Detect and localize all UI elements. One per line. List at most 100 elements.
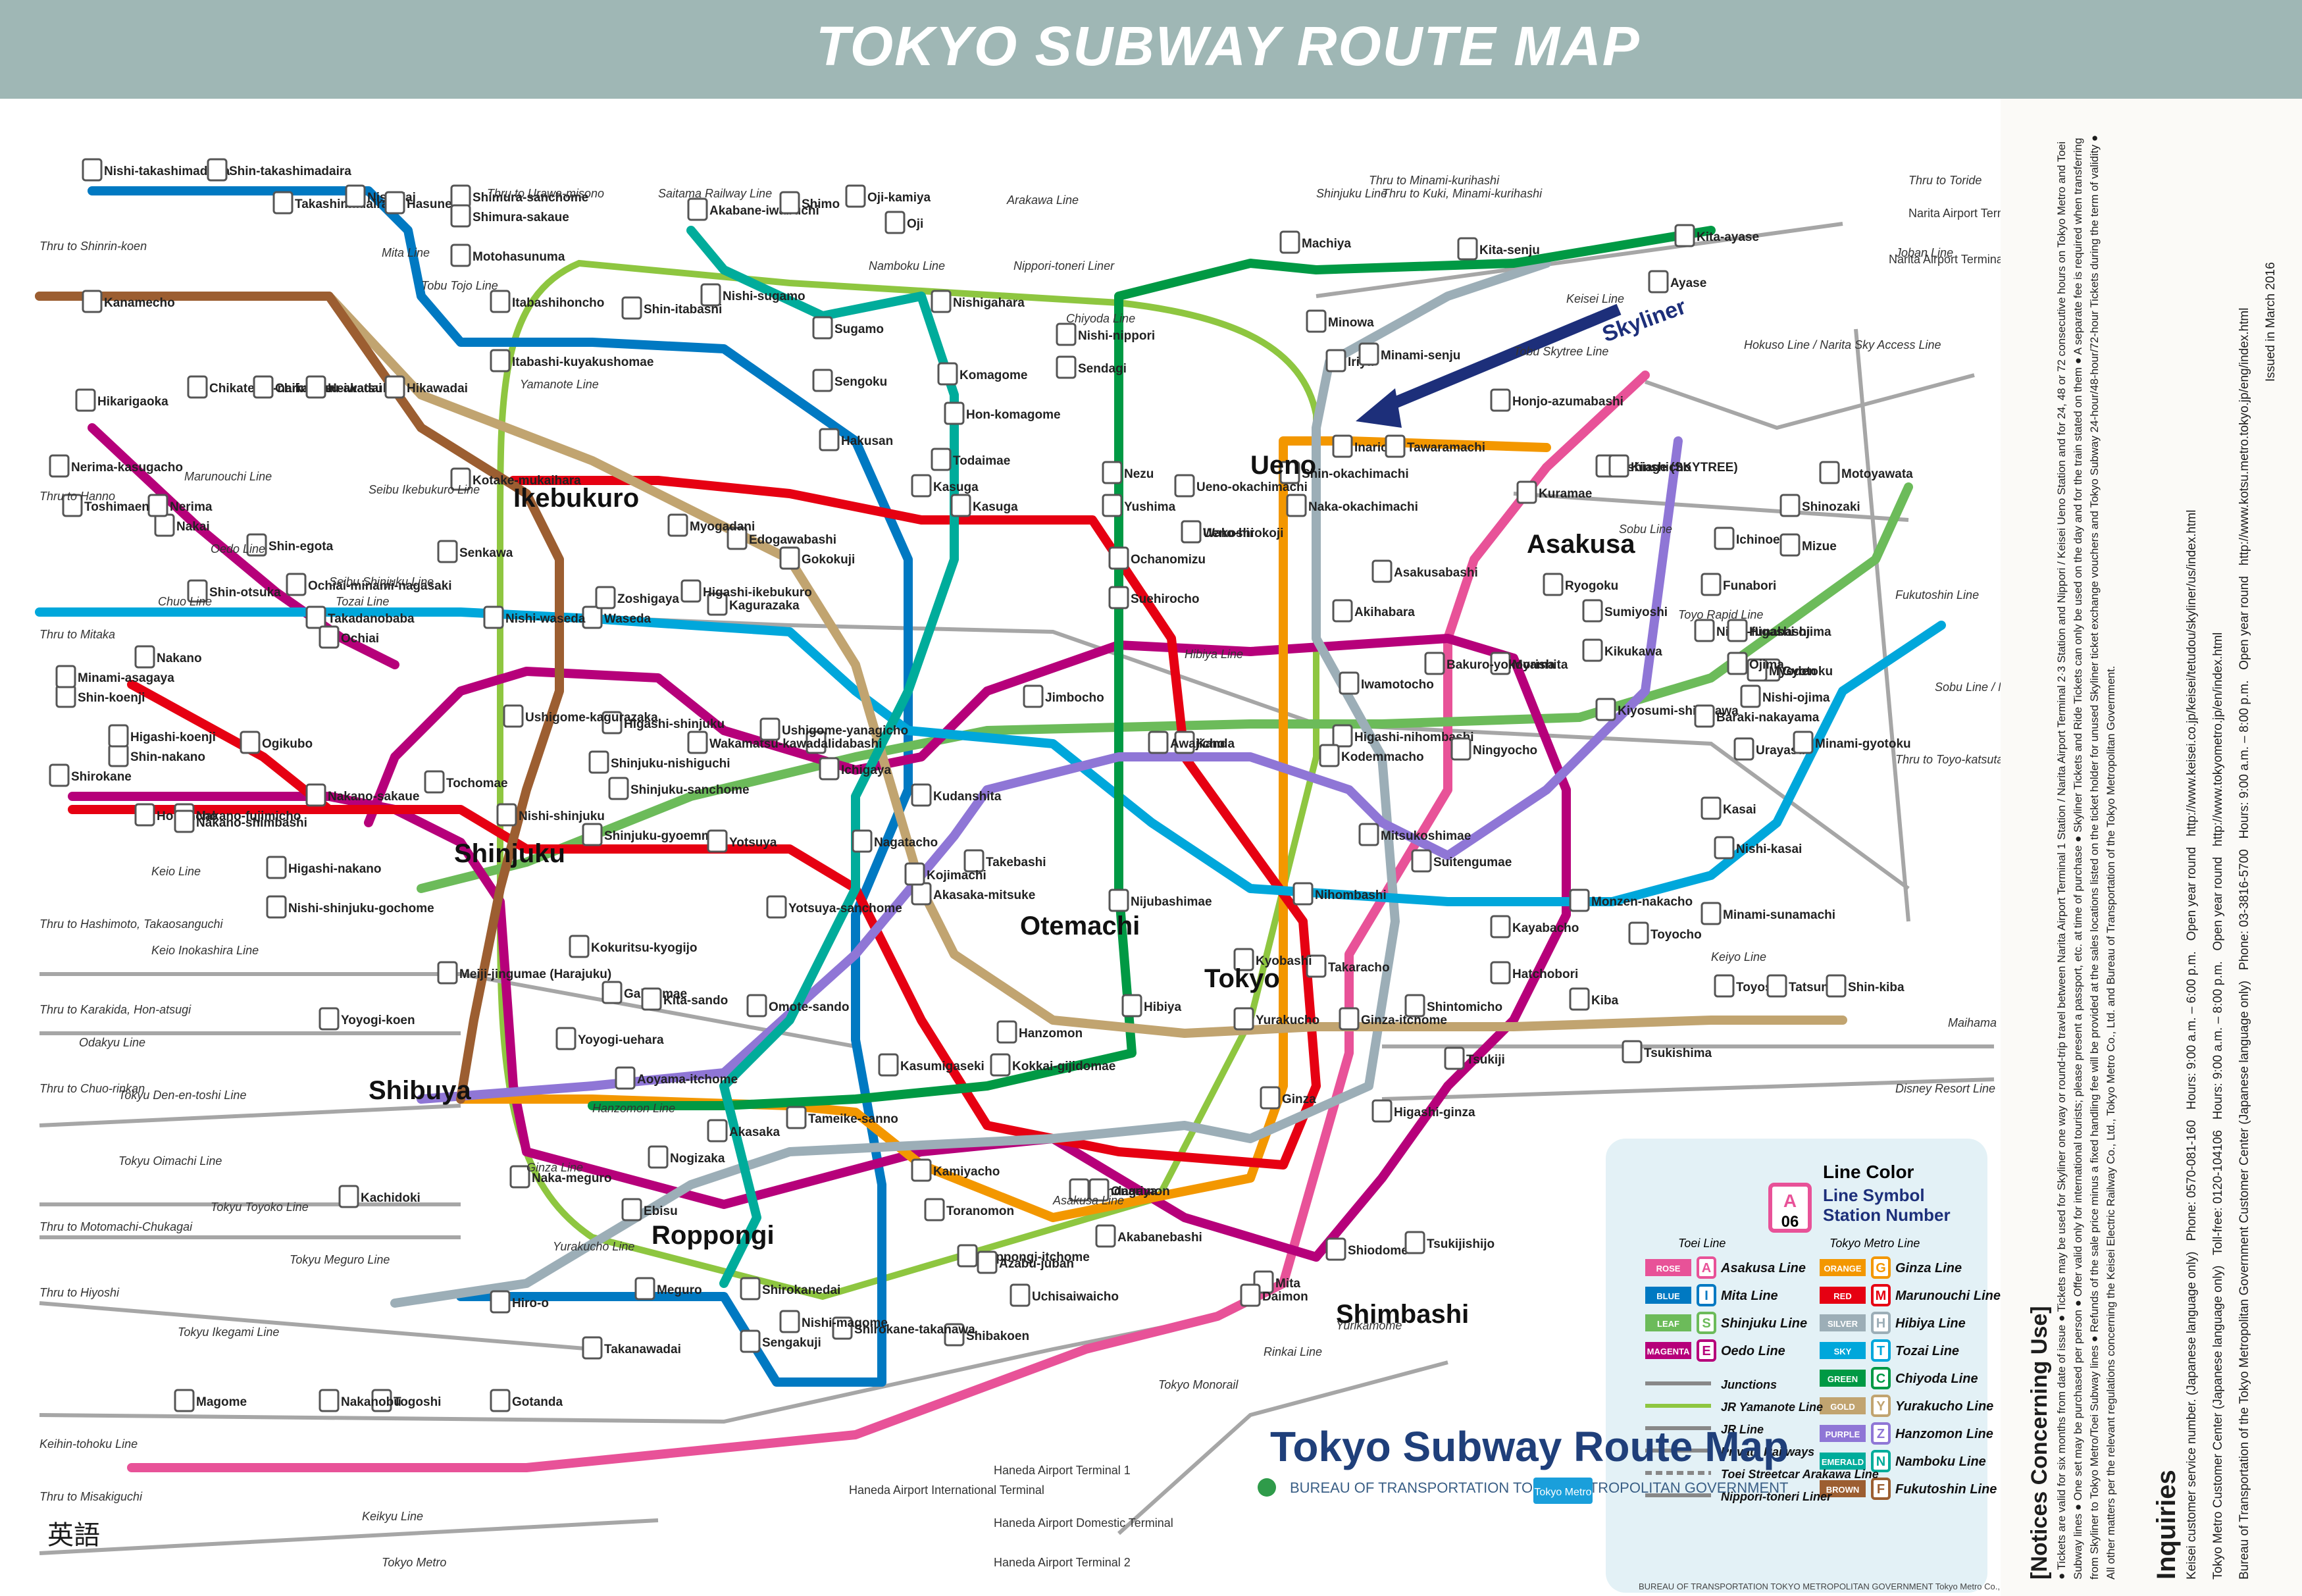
station-shinjuku-gyoemmae[interactable]: Shinjuku-gyoemmae xyxy=(582,823,727,846)
major-station-ikebukuro[interactable]: Ikebukuro xyxy=(513,484,639,513)
station-hon-komagome[interactable]: Hon-komagome xyxy=(944,401,1061,425)
station-kokuritsu-kyogijo[interactable]: Kokuritsu-kyogijo xyxy=(569,935,698,958)
station-itabashihoncho[interactable]: Itabashihoncho xyxy=(490,290,604,313)
station-morishita[interactable]: Morishita xyxy=(1490,652,1568,675)
station-magome[interactable]: Magome xyxy=(174,1389,247,1412)
station-omote-sando[interactable]: Omote-sando xyxy=(746,994,849,1017)
station-iwamotocho[interactable]: Iwamotocho xyxy=(1339,671,1434,695)
station-oji[interactable]: Oji xyxy=(884,211,923,234)
station-ichigaya[interactable]: Ichigaya xyxy=(819,757,891,781)
station-nijubashimae[interactable]: Nijubashimae xyxy=(1108,888,1212,912)
station-nogizaka[interactable]: Nogizaka xyxy=(648,1145,725,1169)
station-kiba[interactable]: Kiba xyxy=(1569,987,1619,1011)
station-ebisu[interactable]: Ebisu xyxy=(621,1198,678,1222)
station-nerima-kasugacho[interactable]: Nerima-kasugacho xyxy=(49,454,183,478)
station-shin-okachimachi[interactable]: Shin-okachimachi xyxy=(1279,461,1409,484)
station-gotanda[interactable]: Gotanda xyxy=(490,1389,563,1412)
major-station-shimbashi[interactable]: Shimbashi xyxy=(1336,1300,1469,1329)
station-hatchobori[interactable]: Hatchobori xyxy=(1490,961,1578,985)
station-naka-okachimachi[interactable]: Naka-okachimachi xyxy=(1286,494,1418,517)
station-ogikubo[interactable]: Ogikubo xyxy=(240,731,313,754)
station-nagatacho[interactable]: Nagatacho xyxy=(852,829,938,853)
station-ayase[interactable]: Ayase xyxy=(1648,270,1706,294)
station-uchisaiwaicho[interactable]: Uchisaiwaicho xyxy=(1010,1283,1119,1307)
station-sengakuji[interactable]: Sengakuji xyxy=(740,1329,821,1353)
major-station-shibuya[interactable]: Shibuya xyxy=(369,1076,471,1105)
station-ushigome-yanagicho[interactable]: Ushigome-yanagicho xyxy=(759,717,908,741)
station-ryogoku[interactable]: Ryogoku xyxy=(1543,573,1618,596)
station-nishi-waseda[interactable]: Nishi-waseda xyxy=(483,605,586,629)
station-higashi-ginza[interactable]: Higashi-ginza xyxy=(1371,1099,1475,1123)
station-kojimachi[interactable]: Kojimachi xyxy=(904,862,986,886)
station-motohasunuma[interactable]: Motohasunuma xyxy=(450,244,565,267)
major-station-roppongi[interactable]: Roppongi xyxy=(652,1221,775,1250)
station-nihombashi[interactable]: Nihombashi xyxy=(1292,882,1387,906)
station-shin-kiba[interactable]: Shin-kiba xyxy=(1826,974,1905,998)
station-machiya[interactable]: Machiya xyxy=(1279,230,1351,254)
station-togoshi[interactable]: Togoshi xyxy=(371,1389,441,1412)
station-minami-gyotoku[interactable]: Minami-gyotoku xyxy=(1793,731,1911,754)
station-takebashi[interactable]: Takebashi xyxy=(963,849,1046,873)
station-shirokane[interactable]: Shirokane xyxy=(49,763,132,787)
station-toshimaen[interactable]: Toshimaen xyxy=(62,494,149,517)
major-station-otemachi[interactable]: Otemachi xyxy=(1020,912,1140,940)
station-shibakoen[interactable]: Shibakoen xyxy=(944,1323,1029,1347)
station-meguro[interactable]: Meguro xyxy=(634,1277,702,1300)
station-ochiai-minami-nagasaki[interactable]: Ochiai-minami-nagasaki xyxy=(286,573,452,596)
station-honjo-azumabashi[interactable]: Honjo-azumabashi xyxy=(1490,388,1624,412)
station-minami-senju[interactable]: Minami-senju xyxy=(1358,342,1460,366)
station-asakusabashi[interactable]: Asakusabashi xyxy=(1371,559,1478,583)
station-shimura-sakaue[interactable]: Shimura-sakaue xyxy=(450,204,569,228)
station-kasumigaseki[interactable]: Kasumigaseki xyxy=(878,1053,985,1077)
station-yotsuya[interactable]: Yotsuya xyxy=(707,829,777,853)
station-azabu-juban[interactable]: Azabu-juban xyxy=(977,1250,1074,1274)
station-minowa[interactable]: Minowa xyxy=(1306,309,1374,333)
station-bakuro-yokoyama[interactable]: Bakuro-yokoyama xyxy=(1424,652,1555,675)
station-shin-itabashi[interactable]: Shin-itabashi xyxy=(621,296,722,320)
station-ginza-itchome[interactable]: Ginza-itchome xyxy=(1339,1007,1447,1031)
station-higashi-koenji[interactable]: Higashi-koenji xyxy=(108,724,216,748)
station-nerima[interactable]: Nerima xyxy=(147,494,213,517)
station-takaracho[interactable]: Takaracho xyxy=(1306,954,1390,978)
station-toyocho[interactable]: Toyocho xyxy=(1628,921,1702,945)
station-hikarigaoka[interactable]: Hikarigaoka xyxy=(75,388,168,412)
station-akihabara[interactable]: Akihabara xyxy=(1332,599,1415,623)
station-nakano[interactable]: Nakano xyxy=(134,645,202,669)
station-kinshicho[interactable]: Kinshicho xyxy=(1608,454,1691,478)
station-kita-sando[interactable]: Kita-sando xyxy=(641,987,728,1011)
station-nishigahara[interactable]: Nishigahara xyxy=(931,290,1025,313)
station-higashi-nihombashi[interactable]: Higashi-nihombashi xyxy=(1332,724,1474,748)
station-meiji-jingumae-harajuku[interactable]: Meiji-jingumae (Harajuku) xyxy=(437,961,611,985)
station-jimbocho[interactable]: Jimbocho xyxy=(1023,684,1104,708)
station-tochomae[interactable]: Tochomae xyxy=(424,770,508,794)
station-shin-takashimadaira[interactable]: Shin-takashimadaira xyxy=(207,158,351,182)
station-hibiya[interactable]: Hibiya xyxy=(1121,994,1181,1017)
station-tsukijishijo[interactable]: Tsukijishijo xyxy=(1404,1231,1495,1254)
station-akasaka-mitsuke[interactable]: Akasaka-mitsuke xyxy=(911,882,1035,906)
station-shimura-sanchome[interactable]: Shimura-sanchome xyxy=(450,184,588,208)
station-kagurazaka[interactable]: Kagurazaka xyxy=(707,592,800,616)
station-nishi-shinjuku[interactable]: Nishi-shinjuku xyxy=(496,803,605,827)
station-hiro-o[interactable]: Hiro-o xyxy=(490,1290,549,1314)
station-nakanobu[interactable]: Nakanobu xyxy=(319,1389,401,1412)
station-wakamatsu-kawada[interactable]: Wakamatsu-kawada xyxy=(687,731,828,754)
station-akasaka[interactable]: Akasaka xyxy=(707,1119,780,1143)
station-tsukishima[interactable]: Tsukishima xyxy=(1622,1040,1712,1064)
station-shiodome[interactable]: Shiodome xyxy=(1325,1237,1408,1261)
station-yotsuya-sanchome[interactable]: Yotsuya-sanchome xyxy=(766,895,902,919)
station-yoyogi-uehara[interactable]: Yoyogi-uehara xyxy=(555,1027,664,1050)
station-shinjuku-nishiguchi[interactable]: Shinjuku-nishiguchi xyxy=(588,750,730,774)
station-nakano-sakaue[interactable]: Nakano-sakaue xyxy=(305,783,419,807)
station-kotake-mukaihara[interactable]: Kotake-mukaihara xyxy=(450,467,581,491)
station-chikatetsu-akatsuka[interactable]: Chikatetsu-akatsuka xyxy=(253,375,397,399)
major-station-asakusa[interactable]: Asakusa xyxy=(1527,530,1635,559)
station-funabori[interactable]: Funabori xyxy=(1701,573,1776,596)
station-kachidoki[interactable]: Kachidoki xyxy=(338,1185,421,1208)
station-kanda[interactable]: Kanda xyxy=(1174,731,1235,754)
station-daimon[interactable]: Daimon xyxy=(1240,1283,1308,1307)
station-todaimae[interactable]: Todaimae xyxy=(931,448,1010,471)
station-ginza[interactable]: Ginza xyxy=(1260,1086,1316,1110)
station-hasune[interactable]: Hasune xyxy=(384,191,452,215)
station-nezu[interactable]: Nezu xyxy=(1102,461,1154,484)
station-kikukawa[interactable]: Kikukawa xyxy=(1582,638,1662,662)
